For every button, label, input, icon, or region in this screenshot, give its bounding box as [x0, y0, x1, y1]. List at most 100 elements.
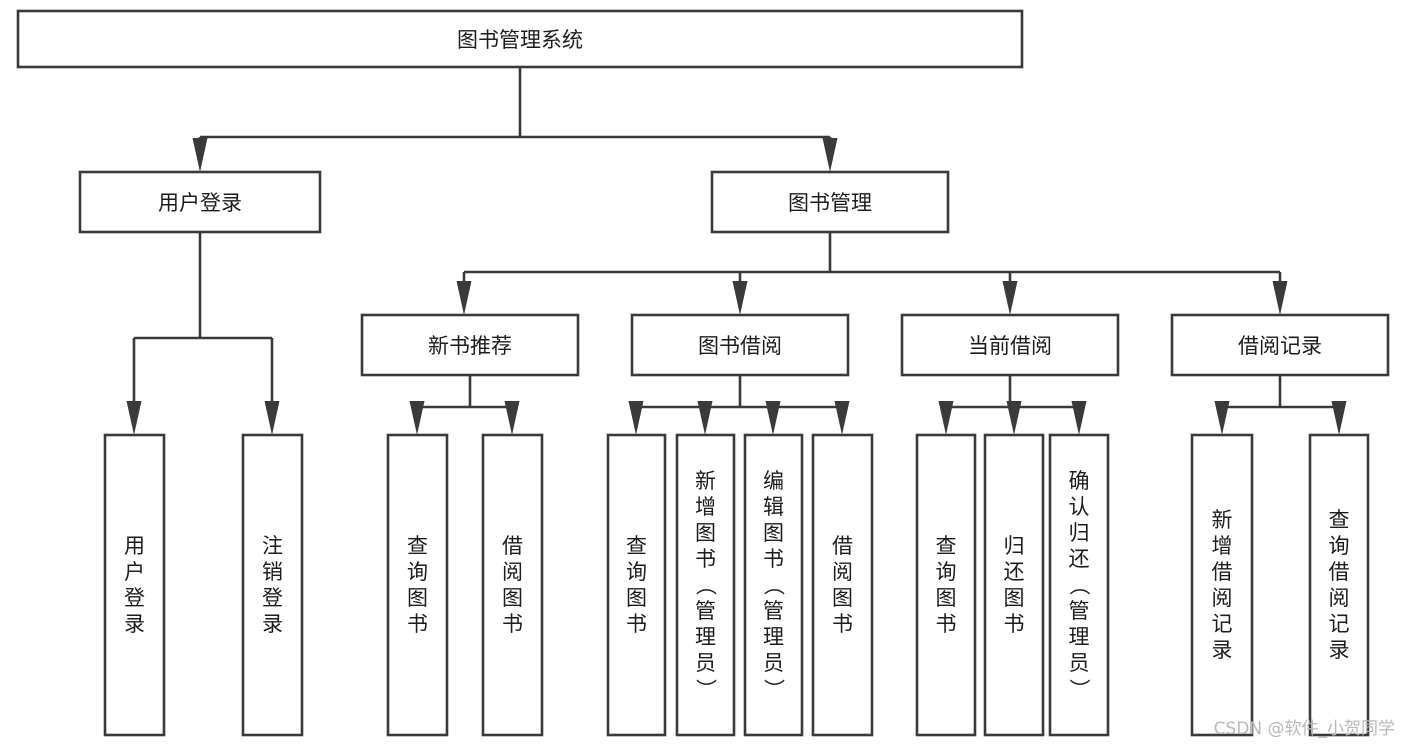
node-label-char: 书 — [936, 612, 957, 636]
node-label-char: 查 — [936, 534, 957, 558]
node-box[interactable] — [710, 170, 950, 234]
node-box[interactable] — [1048, 433, 1110, 737]
node-label-char: 询 — [626, 560, 647, 584]
node-box[interactable] — [743, 433, 804, 737]
node-label-char: 查 — [1329, 508, 1350, 532]
node-box[interactable] — [481, 433, 544, 737]
node-label: 图书管理系统 — [457, 28, 583, 52]
node-label-char: 查 — [407, 534, 428, 558]
node-label-char: 增 — [1212, 534, 1233, 558]
node-box[interactable] — [360, 313, 580, 377]
node-label-char: （ — [694, 575, 718, 596]
node-box[interactable] — [1190, 433, 1254, 737]
csdn-watermark: CSDN @软件_小贺同学 — [1214, 719, 1395, 739]
node-label-char: 员 — [1069, 651, 1090, 675]
arrow-head-icon — [938, 401, 954, 435]
node-label-char: 户 — [124, 560, 145, 584]
arrow-head-icon — [1006, 401, 1022, 435]
connector-group — [628, 375, 850, 435]
node-box[interactable] — [900, 313, 1120, 377]
node-box[interactable] — [241, 433, 304, 737]
node-level2-1[interactable]: 图书管理 — [710, 170, 950, 234]
arrow-head-icon — [504, 401, 520, 435]
node-root-图书管理系统[interactable]: 图书管理系统 — [16, 9, 1024, 69]
arrow-head-icon — [1002, 281, 1018, 315]
node-label-char: 借 — [832, 534, 853, 558]
node-label-char: 管 — [763, 599, 784, 623]
connector-group — [126, 232, 280, 435]
arrow-head-icon — [765, 401, 781, 435]
node-box[interactable] — [630, 313, 850, 377]
node-label-char: 查 — [626, 534, 647, 558]
node-label: 图书借阅 — [698, 334, 782, 358]
connector-layer — [126, 67, 1347, 435]
node-label-char: 注 — [262, 534, 283, 558]
node-label-char: 阅 — [502, 560, 523, 584]
node-label: 用户登录 — [158, 191, 242, 215]
node-box[interactable] — [1308, 433, 1370, 737]
arrow-head-icon — [264, 401, 280, 435]
node-label-char: 新 — [695, 469, 716, 493]
arrow-head-icon — [192, 138, 208, 172]
node-label-char: 认 — [1069, 495, 1090, 519]
node-level3-1[interactable]: 图书借阅 — [630, 313, 850, 377]
connector-group — [1214, 375, 1347, 435]
node-layer: 图书管理系统用户登录图书管理新书推荐图书借阅当前借阅借阅记录用户登录注销登录查询… — [16, 9, 1390, 737]
node-label-char: 图 — [695, 521, 716, 545]
node-box[interactable] — [16, 9, 1024, 69]
arrow-head-icon — [1272, 281, 1288, 315]
node-label-char: 录 — [1212, 638, 1233, 662]
connector-group — [456, 232, 1288, 315]
connector-group — [938, 375, 1087, 435]
node-label-char: 录 — [1329, 638, 1350, 662]
node-box[interactable] — [103, 433, 166, 737]
arrow-head-icon — [1071, 401, 1087, 435]
node-box[interactable] — [983, 433, 1045, 737]
arrow-head-icon — [834, 401, 850, 435]
node-label-char: 图 — [407, 586, 428, 610]
node-leaf-0[interactable]: 用户登录 — [103, 433, 166, 737]
node-label-char: 还 — [1069, 547, 1090, 571]
node-label-char: 管 — [1069, 599, 1090, 623]
node-label-char: 销 — [262, 560, 283, 584]
node-box[interactable] — [78, 170, 322, 234]
node-box[interactable] — [811, 433, 874, 737]
node-label-char: （ — [762, 575, 786, 596]
node-box[interactable] — [386, 433, 449, 737]
node-label-char: 理 — [1069, 625, 1090, 649]
node-label-char: 员 — [695, 651, 716, 675]
node-box[interactable] — [1170, 313, 1390, 377]
node-label-char: 书 — [695, 547, 716, 571]
node-level3-0[interactable]: 新书推荐 — [360, 313, 580, 377]
node-level2-0[interactable]: 用户登录 — [78, 170, 322, 234]
node-box[interactable] — [915, 433, 977, 737]
node-label-char: 登 — [124, 586, 145, 610]
node-label: 图书管理 — [788, 191, 872, 215]
arrow-head-icon — [697, 401, 713, 435]
node-level3-2[interactable]: 当前借阅 — [900, 313, 1120, 377]
node-level3-3[interactable]: 借阅记录 — [1170, 313, 1390, 377]
node-label-char: 书 — [832, 612, 853, 636]
node-label-char: 图 — [502, 586, 523, 610]
node-label-char: 用 — [124, 534, 145, 558]
arrow-head-icon — [1331, 401, 1347, 435]
node-box[interactable] — [675, 433, 736, 737]
node-box[interactable] — [606, 433, 667, 737]
node-label-char: 图 — [1004, 586, 1025, 610]
node-label-char: 确 — [1069, 469, 1090, 493]
node-label-char: 归 — [1004, 534, 1025, 558]
node-label: 借阅记录 — [1238, 334, 1322, 358]
